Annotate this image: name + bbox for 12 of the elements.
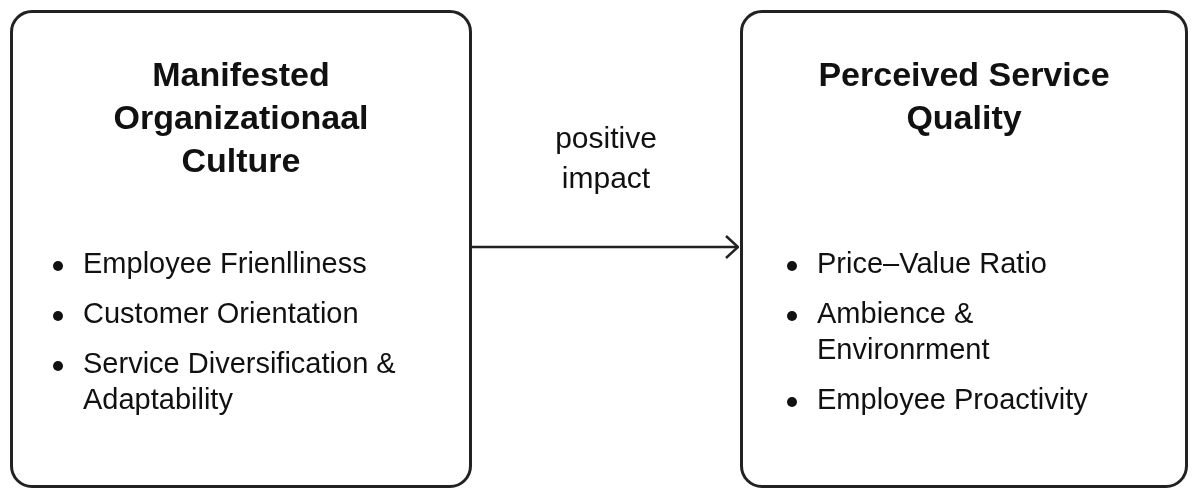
list-item: Customer Orientation bbox=[83, 296, 359, 331]
box-heading: Perceived Service Quality bbox=[817, 54, 1111, 138]
list-item: Ambience & Environrment bbox=[817, 296, 991, 367]
box-heading: Manifested Organizationaal Culture bbox=[112, 54, 370, 181]
list-item: Service Diversification & Adaptability bbox=[83, 346, 397, 417]
list-item: Employee Frienlliness bbox=[83, 246, 367, 281]
arrow bbox=[472, 234, 740, 260]
list-item: Price–Value Ratio bbox=[817, 246, 1047, 281]
edge-label: positive impact bbox=[554, 120, 658, 196]
concept-box bbox=[10, 10, 472, 488]
concept-box bbox=[740, 10, 1188, 488]
list-item: Employee Proactivity bbox=[817, 382, 1088, 417]
